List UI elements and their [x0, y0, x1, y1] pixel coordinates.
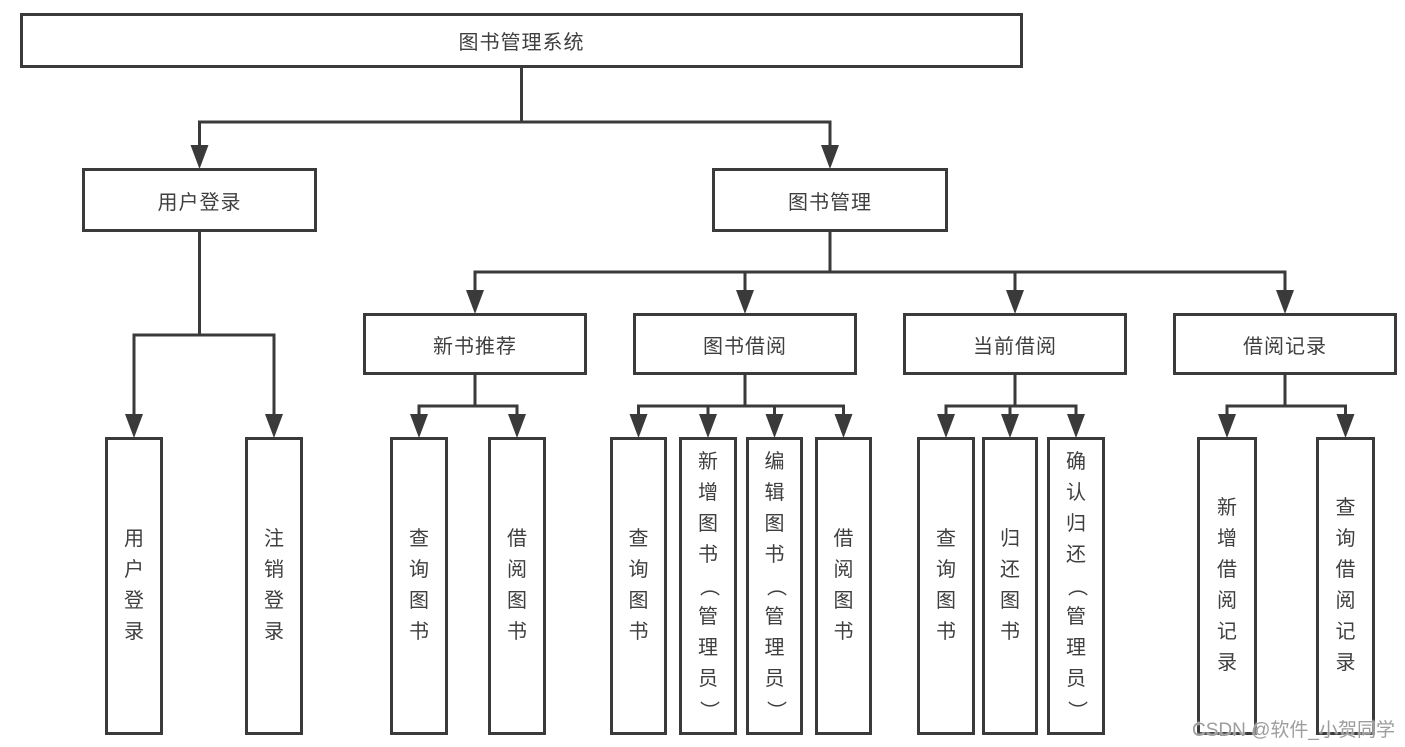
- node-user-login: 用户登录: [82, 168, 317, 232]
- edge-arrowhead-logout: [265, 414, 283, 438]
- node-label: 图书借阅: [703, 335, 787, 358]
- node-new-book-rec: 新书推荐: [363, 313, 587, 375]
- edge-arrowhead-br-query-record: [1336, 414, 1355, 438]
- edge-arrowhead-book-borrow: [736, 290, 754, 314]
- node-bb-query-books: 查询图书: [610, 437, 667, 735]
- node-label-vertical: 借阅图书: [507, 528, 527, 643]
- edge-arrowhead-borrow-records: [1276, 290, 1294, 314]
- edge-arrowhead-current-borrow: [1006, 290, 1024, 314]
- edge-arrowhead-br-add-record: [1218, 414, 1236, 438]
- node-cb-return-books: 归还图书: [982, 437, 1038, 735]
- node-label: 图书管理: [788, 191, 872, 214]
- node-label-vertical: 借阅图书: [833, 528, 854, 643]
- edge-arrowhead-cb-return-books: [1001, 414, 1019, 438]
- node-label-vertical: 查询图书: [409, 528, 429, 643]
- node-login: 用户登录: [105, 437, 163, 735]
- node-book-mgmt: 图书管理: [712, 168, 948, 232]
- node-cb-confirm-return: 确认归还（管理员）: [1047, 437, 1105, 735]
- node-label: 用户登录: [157, 191, 242, 214]
- edge-arrowhead-bb-borrow-books: [834, 414, 853, 438]
- node-bb-edit-books: 编辑图书（管理员）: [746, 437, 803, 735]
- node-nbr-query-books: 查询图书: [390, 437, 448, 735]
- node-borrow-records: 借阅记录: [1173, 313, 1397, 375]
- node-br-add-record: 新增借阅记录: [1197, 437, 1257, 735]
- node-label-vertical: 归还图书: [1000, 528, 1020, 643]
- csdn-watermark: CSDN @软件_小贺同学: [1192, 720, 1395, 741]
- node-label-vertical: 查询图书: [936, 528, 956, 643]
- node-label: 当前借阅: [973, 335, 1057, 358]
- node-label-vertical: 用户登录: [124, 528, 144, 643]
- node-label-vertical: 新增图书（管理员）: [697, 450, 720, 721]
- edge-arrowhead-nbr-borrow-books: [508, 414, 526, 438]
- node-label-vertical: 查询图书: [628, 528, 649, 643]
- node-nbr-borrow-books: 借阅图书: [488, 437, 546, 735]
- edge-arrowhead-bb-query-books: [629, 414, 648, 438]
- node-label: 借阅记录: [1243, 335, 1327, 358]
- node-label: 新书推荐: [433, 335, 517, 358]
- edge-arrowhead-bb-edit-books: [765, 414, 784, 438]
- node-cb-query-books: 查询图书: [917, 437, 975, 735]
- edge-arrowhead-new-book-rec: [466, 290, 484, 314]
- node-logout: 注销登录: [245, 437, 303, 735]
- edge-arrowhead-bb-add-books: [699, 414, 717, 438]
- node-current-borrow: 当前借阅: [903, 313, 1127, 375]
- node-bb-add-books: 新增图书（管理员）: [679, 437, 737, 735]
- node-book-borrow: 图书借阅: [633, 313, 857, 375]
- node-label: 图书管理系统: [458, 32, 585, 54]
- edge-arrowhead-book-mgmt: [821, 145, 839, 169]
- node-root: 图书管理系统: [20, 13, 1023, 68]
- node-bb-borrow-books: 借阅图书: [815, 437, 872, 735]
- node-label-vertical: 编辑图书（管理员）: [764, 450, 786, 721]
- node-label-vertical: 注销登录: [264, 528, 284, 643]
- edge-arrowhead-cb-query-books: [937, 414, 955, 438]
- edge-arrowhead-nbr-query-books: [410, 414, 428, 438]
- node-br-query-record: 查询借阅记录: [1316, 437, 1375, 735]
- node-label-vertical: 查询借阅记录: [1335, 497, 1356, 674]
- node-label-vertical: 确认归还（管理员）: [1065, 450, 1088, 721]
- edge-arrowhead-login: [125, 414, 143, 438]
- edge-arrowhead-cb-confirm-return: [1067, 414, 1085, 438]
- edge-arrowhead-user-login: [190, 145, 209, 169]
- node-label-vertical: 新增借阅记录: [1217, 497, 1237, 674]
